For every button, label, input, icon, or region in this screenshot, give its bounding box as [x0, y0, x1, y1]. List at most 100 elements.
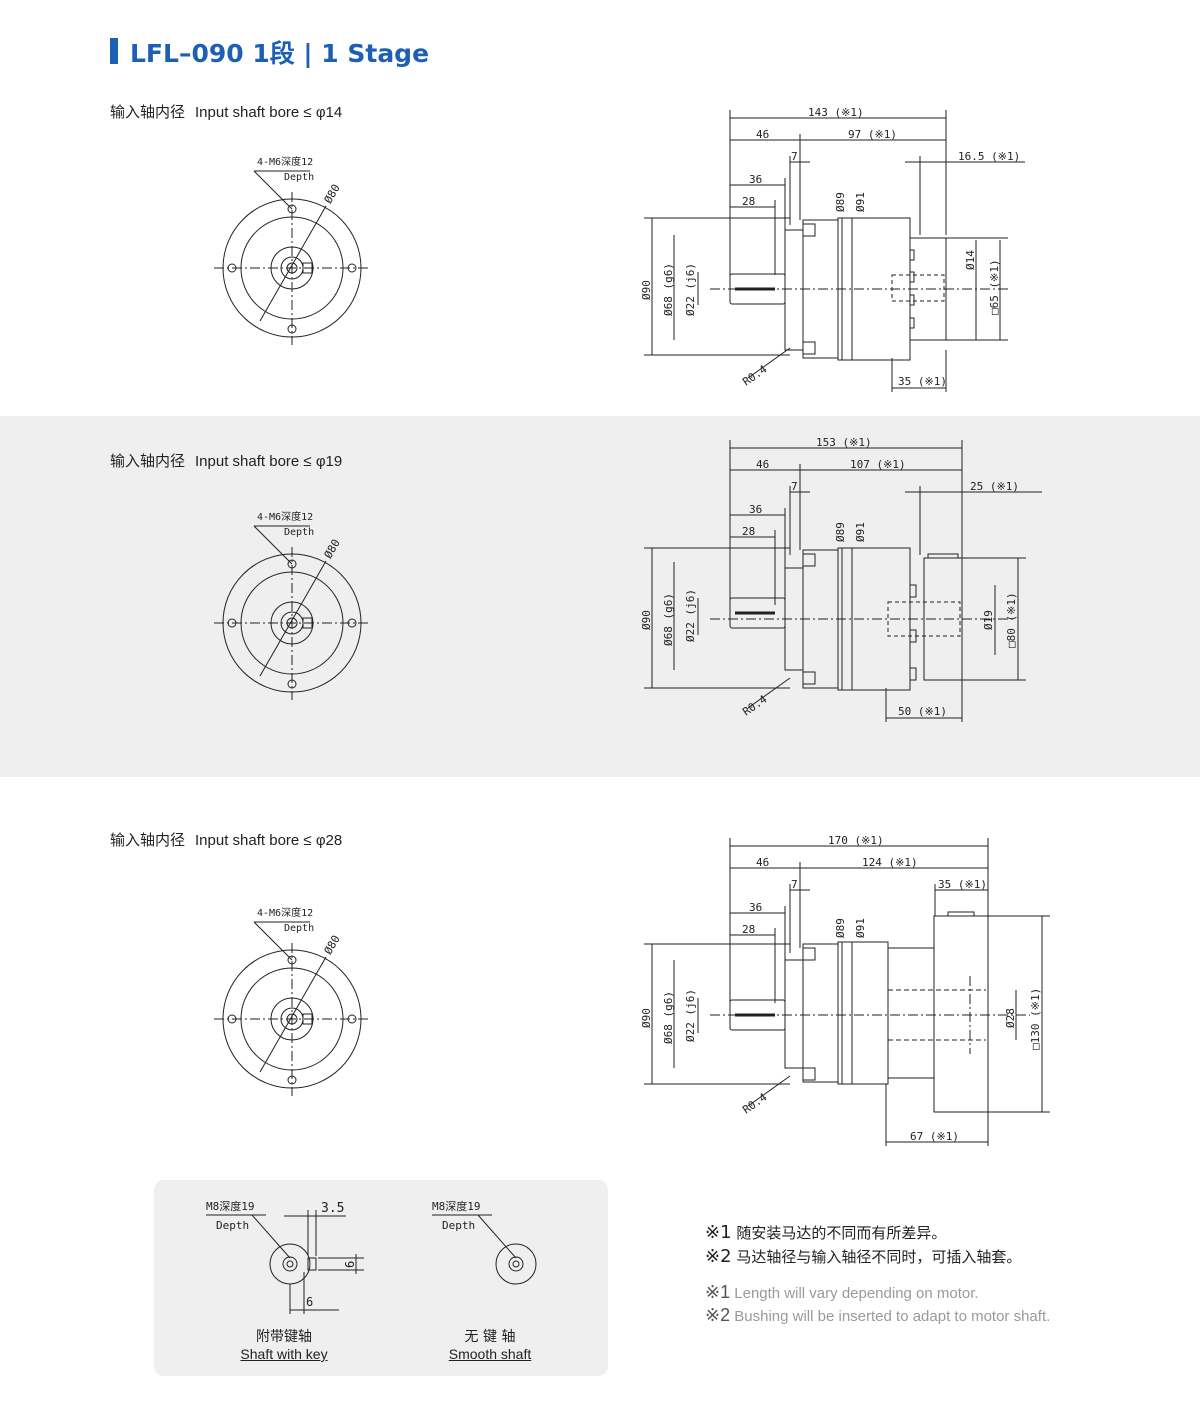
dim-d22: Ø22 (j6) — [684, 989, 697, 1042]
dim-46: 46 — [756, 856, 769, 869]
bore-label-cn: 输入轴内径 — [110, 831, 186, 849]
dim-d91: Ø91 — [854, 522, 867, 542]
dim-radius: R0.4 — [740, 692, 769, 718]
smooth-shaft-label-cn: 无 键 轴 — [464, 1329, 516, 1345]
dim-total: 153 (※1) — [816, 436, 872, 449]
bore-label-cn: 输入轴内径 — [110, 103, 186, 121]
depth-label: Depth — [284, 527, 314, 538]
note-item: ※2 马达轴径与输入轴径不同时，可插入轴套。 — [705, 1246, 1021, 1267]
side-view-drawing: 170 (※1) 46 124 (※1) 7 35 (※1) 36 28 Ø89… — [640, 834, 1050, 1146]
bore-label-cn: 输入轴内径 — [110, 452, 186, 470]
dim-flange: □130 (※1) — [1029, 988, 1042, 1050]
dim-body: 124 (※1) — [862, 856, 918, 869]
dim-28: 28 — [742, 525, 755, 538]
key-thread-label: M8深度19 — [206, 1199, 255, 1213]
dim-bottom: 67 (※1) — [910, 1130, 959, 1143]
dim-d91: Ø91 — [854, 918, 867, 938]
shaft-with-key-drawing: M8深度19 Depth 3.5 6 6 — [206, 1199, 364, 1314]
side-view-drawing: 143 (※1) 46 97 (※1) 7 16.5 (※1) 36 28 Ø8… — [640, 106, 1025, 392]
section-background — [0, 416, 1200, 777]
front-view-drawing: 4-M6深度12 Depth Ø80 — [214, 906, 370, 1096]
dim-d91: Ø91 — [854, 192, 867, 212]
key-dim-a: 3.5 — [321, 1201, 344, 1216]
dim-28: 28 — [742, 195, 755, 208]
thread-label: 4-M6深度12 — [257, 510, 313, 523]
note-mark: ※2 — [705, 1305, 731, 1325]
dim-flange: □80 (※1) — [1005, 592, 1018, 648]
dim-bottom: 35 (※1) — [898, 375, 947, 388]
pcd-label: Ø80 — [322, 537, 343, 561]
dim-total: 143 (※1) — [808, 106, 864, 119]
dim-46: 46 — [756, 128, 769, 141]
bore-label: 输入轴内径 Input shaft bore ≤ φ28 — [110, 829, 342, 850]
smooth-thread-label: M8深度19 — [432, 1199, 481, 1213]
note-text: Length will vary depending on motor. — [734, 1285, 979, 1302]
smooth-shaft-label-en: Smooth shaft — [448, 1346, 532, 1362]
dim-7: 7 — [791, 480, 798, 493]
depth-label: Depth — [284, 923, 314, 934]
note-item: ※1 Length will vary depending on motor. — [705, 1282, 979, 1303]
note-item: ※2 Bushing will be inserted to adapt to … — [705, 1305, 1050, 1326]
note-text: 随安装马达的不同而有所差异。 — [736, 1224, 947, 1242]
dim-body: 107 (※1) — [850, 458, 906, 471]
note-text: Bushing will be inserted to adapt to mot… — [734, 1308, 1051, 1325]
dim-flange: □65 (※1) — [988, 259, 1001, 315]
bore-label-en: Input shaft bore ≤ φ19 — [195, 453, 343, 470]
dim-d68: Ø68 (g6) — [662, 593, 675, 646]
note-text: 马达轴径与输入轴径不同时，可插入轴套。 — [736, 1248, 1022, 1266]
smooth-depth-label: Depth — [442, 1219, 475, 1232]
note-mark: ※1 — [705, 1222, 732, 1243]
key-dim-c: 6 — [306, 1295, 313, 1309]
note-item: ※1 随安装马达的不同而有所差异。 — [705, 1222, 946, 1243]
key-depth-label: Depth — [216, 1219, 249, 1232]
front-view-drawing: 4-M6深度12 Depth Ø80 — [214, 510, 370, 700]
shaft-types-panel: M8深度19 Depth 3.5 6 6 附带键轴 Shaft with key… — [154, 1180, 608, 1376]
bore-label-en: Input shaft bore ≤ φ28 — [195, 832, 343, 849]
front-view-drawing: 4-M6深度12 Depth Ø80 — [214, 155, 370, 345]
dim-d90: Ø90 — [640, 1008, 653, 1028]
dim-d89: Ø89 — [834, 918, 847, 938]
dim-end: 16.5 (※1) — [958, 150, 1020, 163]
dim-36: 36 — [749, 503, 762, 516]
dim-d68: Ø68 (g6) — [662, 263, 675, 316]
dim-radius: R0.4 — [740, 362, 769, 388]
smooth-shaft-drawing: M8深度19 Depth — [432, 1199, 537, 1285]
dim-28: 28 — [742, 923, 755, 936]
dim-36: 36 — [749, 173, 762, 186]
key-dim-b: 6 — [343, 1261, 357, 1268]
dim-end: 25 (※1) — [970, 480, 1019, 493]
dim-d90: Ø90 — [640, 610, 653, 630]
bore-label: 输入轴内径 Input shaft bore ≤ φ14 — [110, 101, 342, 122]
bore-label: 输入轴内径 Input shaft bore ≤ φ19 — [110, 450, 342, 471]
dim-36: 36 — [749, 901, 762, 914]
dim-body: 97 (※1) — [848, 128, 897, 141]
dim-d22: Ø22 (j6) — [684, 589, 697, 642]
dim-radius: R0.4 — [740, 1090, 769, 1116]
note-mark: ※2 — [705, 1246, 732, 1267]
depth-label: Depth — [284, 172, 314, 183]
pcd-label: Ø80 — [322, 182, 343, 206]
side-view-drawing: 153 (※1) 46 107 (※1) 7 25 (※1) 36 28 Ø89… — [640, 436, 1042, 722]
dim-d22: Ø22 (j6) — [684, 263, 697, 316]
dim-bore: Ø19 — [982, 610, 995, 630]
dim-bore: Ø28 — [1004, 1008, 1017, 1028]
dim-7: 7 — [791, 878, 798, 891]
pcd-label: Ø80 — [322, 933, 343, 957]
dim-d90: Ø90 — [640, 280, 653, 300]
dim-d89: Ø89 — [834, 522, 847, 542]
dim-7: 7 — [791, 150, 798, 163]
dim-d89: Ø89 — [834, 192, 847, 212]
dim-end: 35 (※1) — [938, 878, 987, 891]
bore-label-en: Input shaft bore ≤ φ14 — [195, 104, 343, 121]
thread-label: 4-M6深度12 — [257, 906, 313, 919]
shaft-with-key-label-cn: 附带键轴 — [256, 1329, 312, 1345]
title-accent-bar — [110, 38, 118, 64]
dim-46: 46 — [756, 458, 769, 471]
dim-total: 170 (※1) — [828, 834, 884, 847]
note-mark: ※1 — [705, 1282, 731, 1302]
dim-d68: Ø68 (g6) — [662, 991, 675, 1044]
dim-bottom: 50 (※1) — [898, 705, 947, 718]
shaft-with-key-label-en: Shaft with key — [240, 1346, 328, 1362]
dim-bore: Ø14 — [964, 250, 977, 270]
page-title: LFL–090 1段 | 1 Stage — [130, 39, 430, 68]
